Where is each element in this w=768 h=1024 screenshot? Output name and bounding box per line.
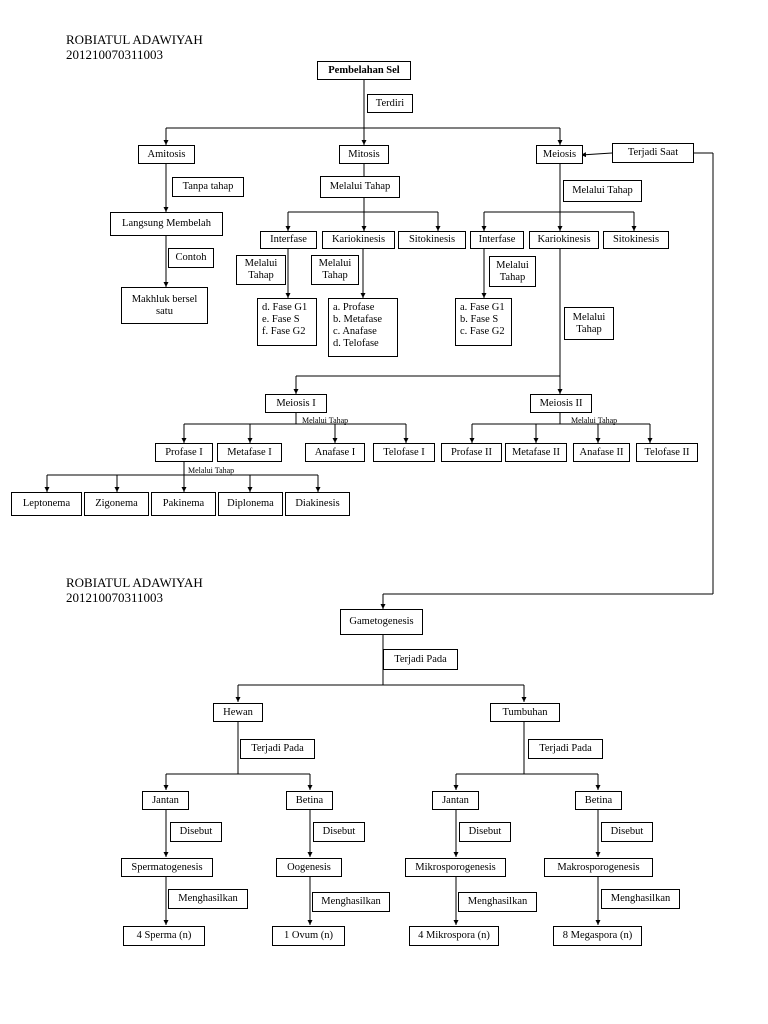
label-tumbuhan-terjadi-pada: Terjadi Pada: [528, 739, 603, 759]
label-menghasilkan-4: Menghasilkan: [601, 889, 680, 909]
label-meiosis-melalui-tahap: Melalui Tahap: [563, 180, 642, 202]
node-diplonema: Diplonema: [218, 492, 283, 516]
node-meiosis: Meiosis: [536, 145, 583, 164]
label-terjadi-saat: Terjadi Saat: [612, 143, 694, 163]
label-menghasilkan-1: Menghasilkan: [168, 889, 248, 909]
node-makrosporogenesis: Makrosporogenesis: [544, 858, 653, 877]
node-profase-1: Profase I: [155, 443, 213, 462]
node-anafase-1: Anafase I: [305, 443, 365, 462]
meiosis-fase-item-2: b. Fase S: [460, 314, 499, 325]
node-diakinesis: Diakinesis: [285, 492, 350, 516]
node-zigonema: Zigonema: [84, 492, 149, 516]
author-block: ROBIATUL ADAWIYAH 201210070311003: [66, 32, 203, 62]
node-meiosis-kariokinesis: Kariokinesis: [529, 231, 599, 249]
node-metafase-2: Metafase II: [505, 443, 567, 462]
node-mikrosporogenesis: Mikrosporogenesis: [405, 858, 506, 877]
author-nim: 201210070311003: [66, 47, 164, 62]
node-mitosis-interfase: Interfase: [260, 231, 317, 249]
node-mitosis-sitokinesis: Sitokinesis: [398, 231, 466, 249]
node-anafase-2: Anafase II: [573, 443, 630, 462]
node-tumbuhan: Tumbuhan: [490, 703, 560, 722]
node-langsung-membelah: Langsung Membelah: [110, 212, 223, 236]
label-hewan-terjadi-pada: Terjadi Pada: [240, 739, 315, 759]
node-meiosis-interfase: Interfase: [470, 231, 524, 249]
author-nim-2: 201210070311003: [66, 590, 164, 605]
label-mitosis-kario-melalui: Melalui Tahap: [311, 255, 359, 285]
label-profase1-melalui-tahap: Melalui Tahap: [188, 466, 235, 475]
node-pakinema: Pakinema: [151, 492, 216, 516]
label-terjadi-pada: Terjadi Pada: [383, 649, 458, 670]
node-amitosis: Amitosis: [138, 145, 195, 164]
node-hewan-jantan: Jantan: [142, 791, 189, 810]
label-menghasilkan-3: Menghasilkan: [458, 892, 537, 912]
meiosis-fase-item-1: a. Fase G1: [460, 302, 505, 313]
mitosis-kario-item-1: a. Profase: [333, 302, 375, 313]
node-1-ovum: 1 Ovum (n): [272, 926, 345, 946]
meiosis-fase-item-3: c. Fase G2: [460, 326, 505, 337]
mitosis-kario-item-2: b. Metafase: [333, 314, 382, 325]
label-contoh: Contoh: [168, 248, 214, 268]
node-oogenesis: Oogenesis: [276, 858, 342, 877]
node-mitosis: Mitosis: [339, 145, 389, 164]
node-makhluk-bersel-satu: Makhluk bersel satu: [121, 287, 208, 324]
mitosis-fase-item-2: e. Fase S: [262, 314, 300, 325]
node-meiosis-2: Meiosis II: [530, 394, 592, 413]
node-telofase-2: Telofase II: [636, 443, 698, 462]
node-hewan-betina: Betina: [286, 791, 333, 810]
label-meiosis-kario-melalui: Melalui Tahap: [564, 307, 614, 340]
mitosis-kario-item-3: c. Anafase: [333, 326, 377, 337]
node-meiosis-sitokinesis: Sitokinesis: [603, 231, 669, 249]
label-mitosis-melalui-tahap: Melalui Tahap: [320, 176, 400, 198]
label-disebut-4: Disebut: [601, 822, 653, 842]
label-mitosis-interfase-melalui: Melalui Tahap: [236, 255, 286, 285]
label-terdiri: Terdiri: [367, 94, 413, 113]
mitosis-fase-item-3: f. Fase G2: [262, 326, 306, 337]
node-4-mikrospora: 4 Mikrospora (n): [409, 926, 499, 946]
label-disebut-1: Disebut: [170, 822, 222, 842]
label-disebut-2: Disebut: [313, 822, 365, 842]
label-meiosis1-melalui-tahap: Melalui Tahap: [302, 416, 349, 425]
node-mitosis-kariokinesis: Kariokinesis: [322, 231, 395, 249]
node-tumbuhan-jantan: Jantan: [432, 791, 479, 810]
node-meiosis-1: Meiosis I: [265, 394, 327, 413]
node-4-sperma: 4 Sperma (n): [123, 926, 205, 946]
node-gametogenesis: Gametogenesis: [340, 609, 423, 635]
node-8-megaspora: 8 Megaspora (n): [553, 926, 642, 946]
label-meiosis-interfase-melalui: Melalui Tahap: [489, 256, 536, 287]
label-menghasilkan-2: Menghasilkan: [312, 892, 390, 912]
node-tumbuhan-betina: Betina: [575, 791, 622, 810]
author-name: ROBIATUL ADAWIYAH: [66, 32, 203, 47]
node-profase-2: Profase II: [441, 443, 502, 462]
mitosis-fase-item-1: d. Fase G1: [262, 302, 308, 313]
node-spermatogenesis: Spermatogenesis: [121, 858, 213, 877]
node-leptonema: Leptonema: [11, 492, 82, 516]
author-block-2: ROBIATUL ADAWIYAH 201210070311003: [66, 575, 203, 605]
node-hewan: Hewan: [213, 703, 263, 722]
author-name-2: ROBIATUL ADAWIYAH: [66, 575, 203, 590]
node-metafase-1: Metafase I: [217, 443, 282, 462]
node-pembelahan-sel: Pembelahan Sel: [317, 61, 411, 80]
mitosis-kario-item-4: d. Telofase: [333, 338, 379, 349]
label-meiosis2-melalui-tahap: Melalui Tahap: [571, 416, 618, 425]
node-telofase-1: Telofase I: [373, 443, 435, 462]
label-disebut-3: Disebut: [459, 822, 511, 842]
label-tanpa-tahap: Tanpa tahap: [172, 177, 244, 197]
